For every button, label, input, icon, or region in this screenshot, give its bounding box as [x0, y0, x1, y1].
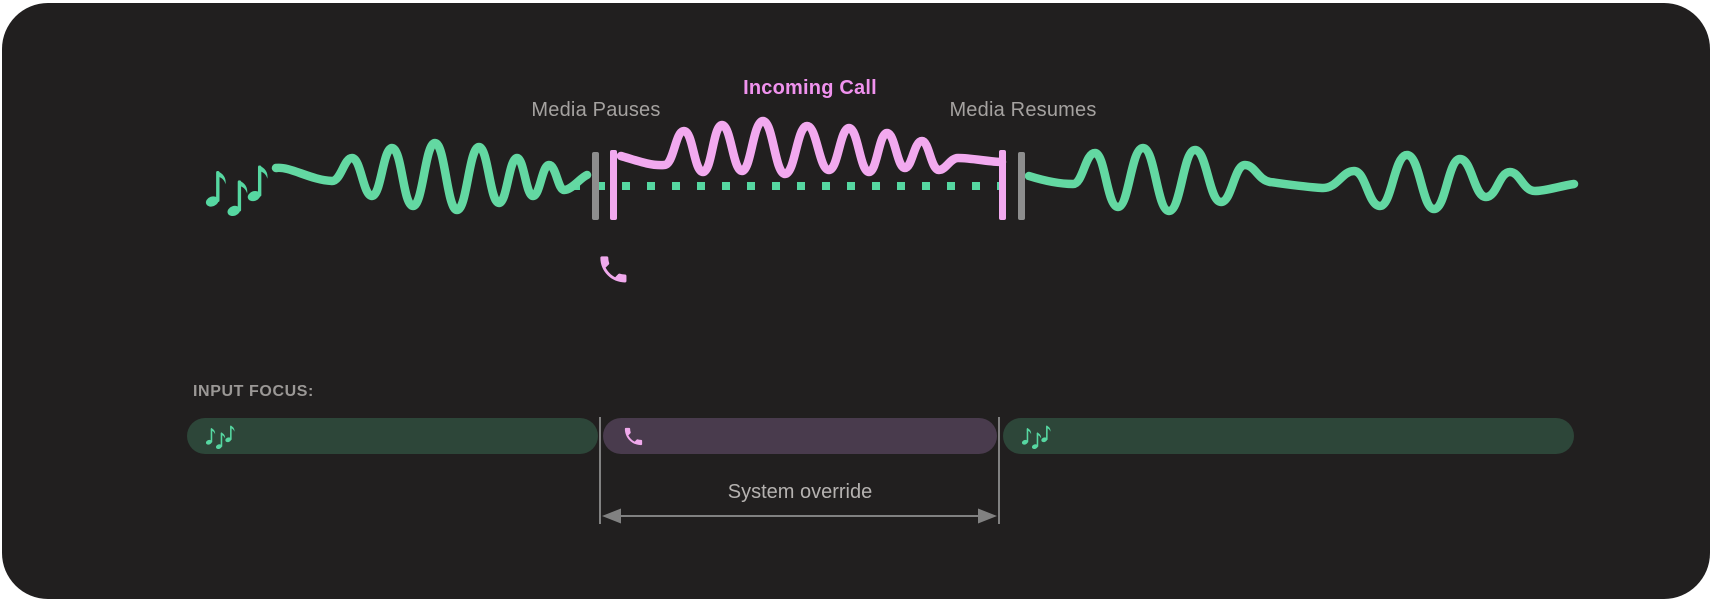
phone-icon — [624, 427, 643, 445]
media-wave-right — [1024, 143, 1579, 216]
music-notes-icon — [1022, 425, 1051, 450]
incoming-call-label: Incoming Call — [743, 77, 877, 99]
incoming-call-wave — [616, 116, 1007, 179]
media-wave-left — [271, 138, 592, 215]
arrowhead-left-icon — [602, 508, 621, 524]
resume-bar-gray — [1018, 152, 1025, 220]
music-notes-icon — [206, 425, 235, 450]
pause-bar-pink — [610, 150, 617, 220]
focus-segment-call-override — [603, 418, 997, 454]
music-notes-icon — [204, 165, 268, 218]
phone-icon — [600, 256, 627, 283]
pause-bar-gray — [592, 152, 599, 220]
media-pauses-marker — [592, 150, 617, 220]
focus-segment-media-after — [1003, 418, 1574, 454]
media-pauses-label: Media Pauses — [531, 99, 661, 121]
input-focus-heading: INPUT FOCUS: — [193, 383, 314, 400]
system-override-label: System override — [727, 481, 873, 503]
dark-panel — [2, 3, 1710, 599]
resume-bar-pink — [999, 150, 1006, 220]
arrowhead-right-icon — [978, 508, 997, 524]
system-override-bracket — [599, 417, 1000, 524]
media-resumes-label: Media Resumes — [949, 99, 1097, 121]
media-resumes-marker — [999, 150, 1025, 220]
focus-segment-media-before — [187, 418, 598, 454]
